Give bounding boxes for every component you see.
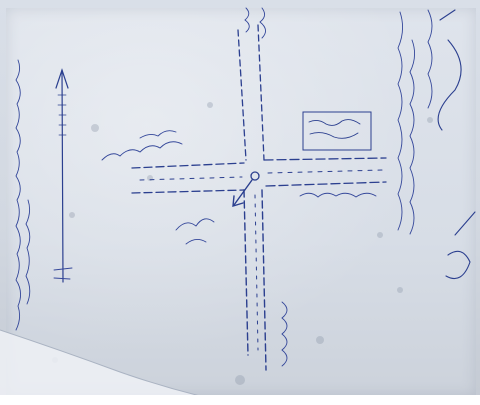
south-road-label (281, 301, 288, 367)
top-road-label (244, 7, 266, 39)
direction-arrow-shaft (233, 179, 253, 206)
west-road-center-line (139, 176, 243, 181)
paper-crease-edge (0, 329, 201, 397)
east-road-label (299, 192, 377, 198)
left-margin-line (61, 69, 64, 283)
west-road-bottom-edge (131, 189, 245, 194)
left-margin-tick (53, 267, 73, 280)
direction-arrow-head (232, 195, 244, 207)
right-margin-note (397, 11, 403, 231)
left-margin-arrow (55, 68, 69, 89)
signboard (302, 111, 372, 151)
east-road-center-line (267, 169, 385, 174)
handwriting (15, 7, 433, 367)
signboard-scribble (309, 132, 359, 139)
left-margin-note-line-2 (25, 199, 31, 305)
west-road-top-edge (131, 162, 245, 169)
intersection-marker (250, 171, 260, 181)
paper-smudges (52, 102, 433, 385)
southwest-label (175, 218, 215, 245)
east-road-top-edge (263, 157, 387, 161)
paper-crease (0, 330, 200, 396)
south-road-right-edge (261, 189, 267, 371)
upper-left-road-label (101, 141, 183, 161)
north-road-left-edge (237, 29, 247, 161)
left-margin-hatch (57, 94, 67, 136)
signboard-scribble (308, 119, 361, 126)
right-margin-note-line-2 (409, 39, 415, 235)
right-margin-stroke (454, 211, 476, 236)
right-margin-loop (445, 250, 471, 280)
photo-bottom-border (0, 395, 480, 405)
south-road-center-line (254, 194, 259, 351)
north-arrow-sketch (437, 9, 462, 131)
east-road-bottom-edge (265, 181, 387, 187)
north-arrow-label (427, 9, 433, 109)
north-road-right-edge (257, 24, 265, 161)
upper-left-road-label-2 (139, 130, 177, 139)
south-road-left-edge (243, 189, 249, 356)
ink-strokes (55, 9, 476, 371)
left-margin-note (15, 59, 21, 331)
